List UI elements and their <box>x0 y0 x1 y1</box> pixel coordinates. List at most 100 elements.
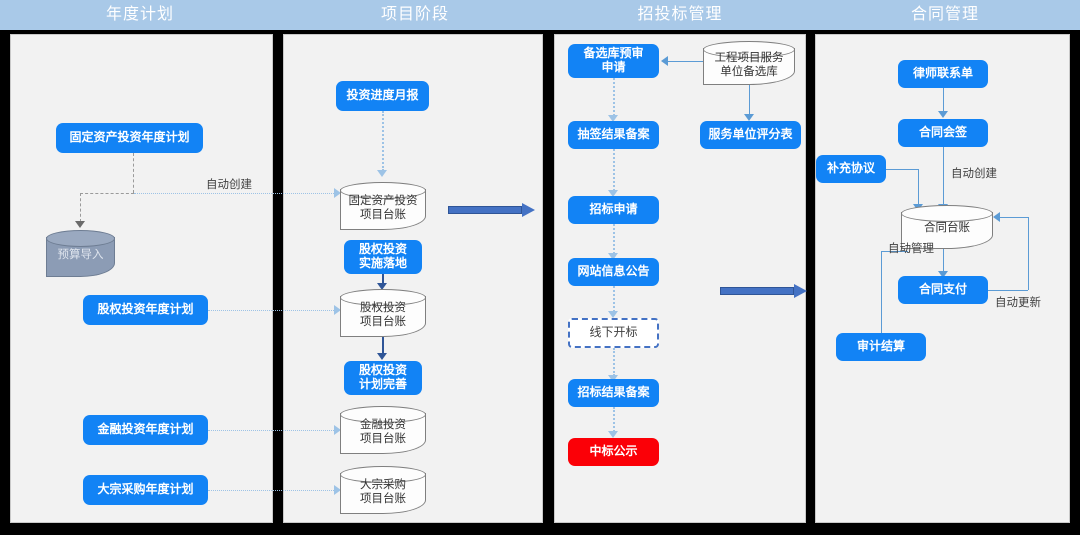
arrowhead-equity-ledger <box>334 305 341 315</box>
node-finance-annual-plan[interactable]: 金融投资年度计划 <box>83 415 208 445</box>
conn-lawyer-to-countersign <box>943 88 944 112</box>
ledger-line1: 固定资产投资 <box>348 194 418 207</box>
node-contract-ledger[interactable]: 合同台账 <box>901 205 993 249</box>
node-bidding-application[interactable]: 招标申请 <box>568 196 659 224</box>
conn-bidapp-to-website <box>613 224 615 254</box>
node-line1: 股权投资 <box>358 363 407 378</box>
node-line1: 股权投资 <box>358 242 407 257</box>
conn-payment-back-to-ledger <box>1000 217 1028 218</box>
conn-equity-ledger-to-plan-improve <box>382 337 384 354</box>
node-equity-implementation[interactable]: 股权投资 实施落地 <box>344 240 422 274</box>
ledger-line1: 大宗采购 <box>360 478 406 491</box>
arrowhead-fixed-asset-ledger <box>334 188 341 198</box>
arrowhead-contract-countersign <box>938 111 948 118</box>
node-equity-annual-plan[interactable]: 股权投资年度计划 <box>83 295 208 325</box>
conn-offline-to-resultfiling <box>613 348 615 376</box>
ledger-line2: 项目台账 <box>360 433 406 446</box>
node-budget-import[interactable]: 预算导入 <box>46 230 115 277</box>
conn-autocreate-to-col2 <box>134 193 334 194</box>
conn-prequal-to-lottery <box>613 78 615 116</box>
column-title-bidding: 招投标管理 <box>637 6 723 23</box>
node-offline-bid-opening[interactable]: 线下开标 <box>568 318 659 348</box>
node-line1: 备选库预审 <box>583 46 644 61</box>
conn-supp-down <box>918 169 919 205</box>
node-fixed-asset-ledger[interactable]: 固定资产投资 项目台账 <box>340 182 426 230</box>
arrowhead-ledger-from-payment <box>993 212 1000 222</box>
ledger-line1: 股权投资 <box>360 301 406 314</box>
arrowhead-equity-plan-improve <box>377 353 387 360</box>
pool-line1: 工程项目服务 <box>714 51 784 64</box>
node-finance-ledger-label: 金融投资 项目台账 <box>340 418 426 447</box>
node-contract-countersign[interactable]: 合同会签 <box>898 119 988 147</box>
conn-resultfiling-to-publicity <box>613 407 615 432</box>
node-lawyer-contact-sheet[interactable]: 律师联系单 <box>898 60 988 88</box>
conn-ledger-to-payment <box>943 249 944 272</box>
node-bulk-purchase-ledger[interactable]: 大宗采购 项目台账 <box>340 466 426 514</box>
node-investment-progress-report[interactable]: 投资进度月报 <box>336 81 429 111</box>
arrowhead-scoresheet <box>744 114 754 121</box>
conn-progress-to-fixed-ledger <box>382 111 384 171</box>
ledger-line2: 项目台账 <box>360 209 406 222</box>
node-finance-ledger[interactable]: 金融投资 项目台账 <box>340 406 426 454</box>
node-equity-plan-improve[interactable]: 股权投资 计划完善 <box>344 361 422 395</box>
conn-payment-up <box>1028 217 1029 290</box>
arrowhead-bidding-result-filing <box>608 375 618 382</box>
conn-supp-right <box>886 169 918 170</box>
arrow-shaft <box>448 206 522 214</box>
node-bulk-purchase-annual-plan[interactable]: 大宗采购年度计划 <box>83 475 208 505</box>
node-audit-settlement[interactable]: 审计结算 <box>836 333 926 361</box>
arrowhead-winning-bid-publicity <box>608 431 618 438</box>
conn-payment-right <box>988 290 1028 291</box>
cylinder-top <box>703 41 795 58</box>
cylinder-top <box>46 230 115 247</box>
arrow-head <box>794 284 807 298</box>
node-contract-payment[interactable]: 合同支付 <box>898 276 988 304</box>
stage-arrow-bidding-to-contract <box>720 284 807 298</box>
arrow-head <box>522 203 535 217</box>
conn-countersign-to-ledger <box>943 147 944 205</box>
node-website-announcement[interactable]: 网站信息公告 <box>568 258 659 286</box>
arrowhead-offline-bid-opening <box>608 311 618 318</box>
arrowhead-equity-ledger-top <box>377 283 387 290</box>
node-bidding-result-filing[interactable]: 招标结果备案 <box>568 379 659 407</box>
arrow-shaft <box>720 287 794 295</box>
conn-fixed-plan-left <box>80 193 134 194</box>
node-budget-import-label: 预算导入 <box>57 248 104 261</box>
arrowhead-finance-ledger <box>334 425 341 435</box>
column-title-contract: 合同管理 <box>910 6 979 23</box>
arrowhead-prequal-apply <box>661 56 668 66</box>
conn-pool-to-prequal <box>668 61 703 62</box>
node-lottery-result-filing[interactable]: 抽签结果备案 <box>568 121 659 149</box>
node-supplementary-agreement[interactable]: 补充协议 <box>816 155 886 183</box>
node-equity-ledger[interactable]: 股权投资 项目台账 <box>340 289 426 337</box>
header-band <box>0 0 1080 30</box>
arrowhead-lottery-filing <box>608 115 618 122</box>
conn-lottery-to-bidapp <box>613 149 615 191</box>
node-line2: 计划完善 <box>358 377 407 391</box>
node-bulk-purchase-ledger-label: 大宗采购 项目台账 <box>340 478 426 507</box>
edge-label-auto-create-col1: 自动创建 <box>206 179 252 191</box>
arrowhead-contract-payment <box>938 271 948 278</box>
conn-budget-down <box>80 193 81 222</box>
cylinder-top <box>901 205 993 222</box>
pool-line2: 单位备选库 <box>720 66 778 79</box>
node-service-unit-scoresheet[interactable]: 服务单位评分表 <box>700 121 801 149</box>
node-service-unit-candidate-pool-label: 工程项目服务 单位备选库 <box>703 51 795 80</box>
edge-label-auto-update: 自动更新 <box>995 297 1041 309</box>
edge-label-auto-manage: 自动管理 <box>888 243 934 255</box>
conn-audit-down <box>881 251 882 339</box>
node-candidate-prequalification-apply[interactable]: 备选库预审 申请 <box>568 44 659 78</box>
column-title-annual-plan: 年度计划 <box>105 6 174 23</box>
node-service-unit-candidate-pool[interactable]: 工程项目服务 单位备选库 <box>703 41 795 85</box>
arrowhead-budget-import <box>75 221 85 228</box>
node-fixed-asset-annual-plan[interactable]: 固定资产投资年度计划 <box>56 123 203 153</box>
conn-pool-to-scoresheet <box>749 85 750 115</box>
stage-arrow-project-to-bidding <box>448 203 535 217</box>
column-title-project-stage: 项目阶段 <box>380 6 449 23</box>
ledger-line1: 金融投资 <box>360 418 406 431</box>
edge-label-auto-create-col4: 自动创建 <box>951 168 997 180</box>
node-equity-ledger-label: 股权投资 项目台账 <box>340 301 426 330</box>
node-line2: 实施落地 <box>358 256 407 270</box>
conn-bulk-plan-to-col2 <box>208 490 334 491</box>
node-winning-bid-publicity[interactable]: 中标公示 <box>568 438 659 466</box>
